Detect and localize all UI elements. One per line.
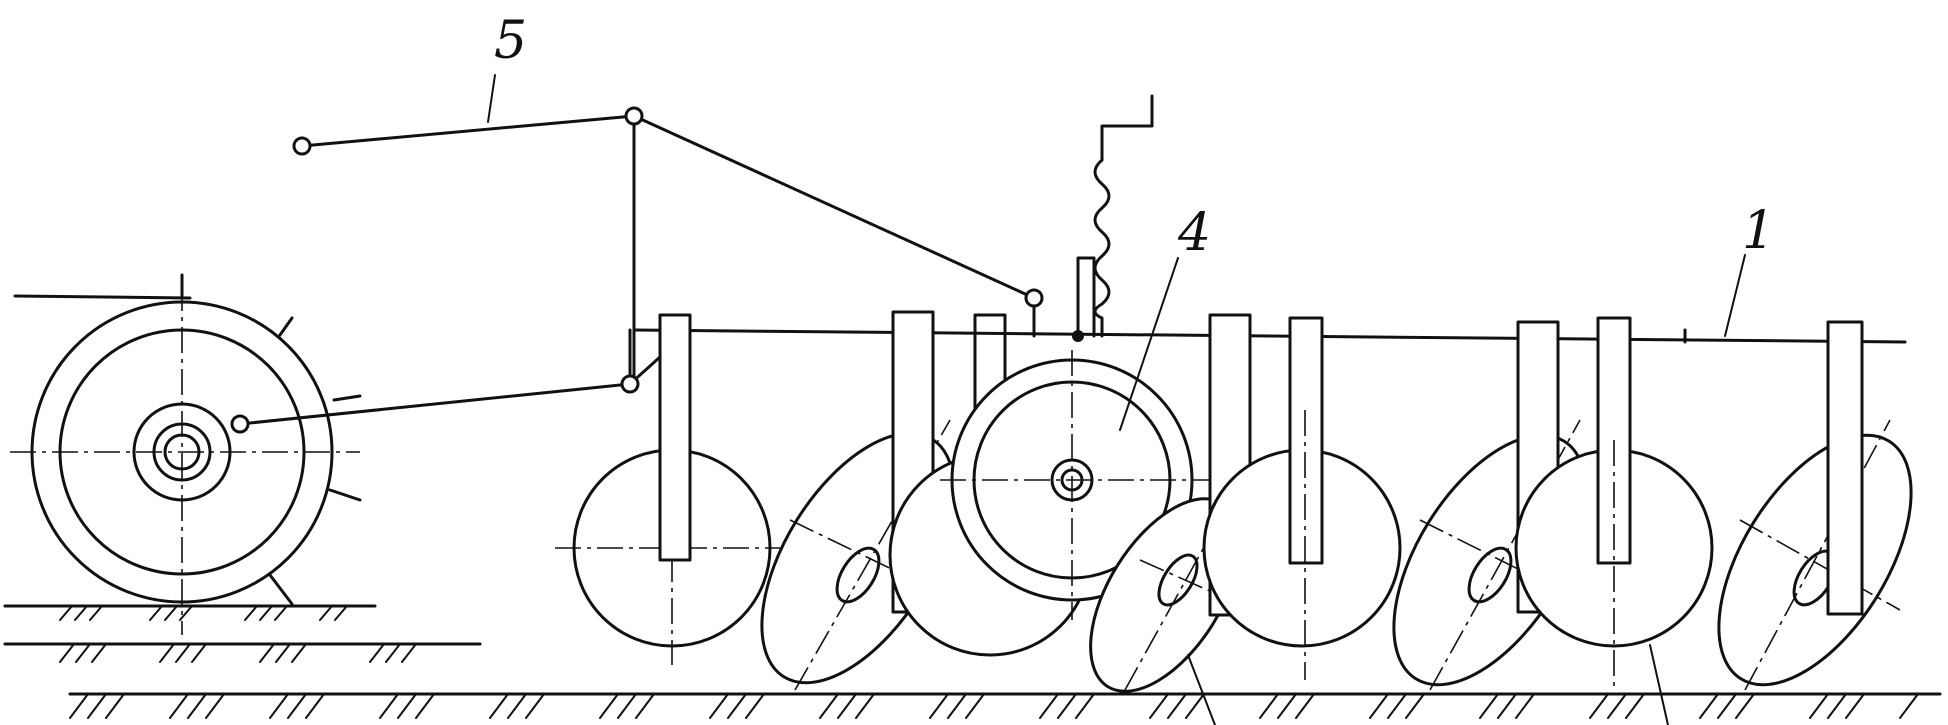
ground <box>3 604 1942 719</box>
spring-suspension <box>1072 94 1154 342</box>
disc-8 <box>1514 316 1714 690</box>
hub-wheel <box>940 350 1210 620</box>
main-frame <box>632 328 1907 344</box>
disc-5 <box>1089 497 1241 693</box>
disc-6 <box>1202 313 1402 680</box>
linkage-mechanism <box>230 106 1044 434</box>
disc-1 <box>555 313 780 665</box>
ground-hatching <box>59 605 1919 719</box>
leader-lines <box>487 74 1746 725</box>
disc-9 <box>1717 320 1913 691</box>
label-hub-wheel: 4 <box>1177 203 1211 263</box>
disc-gang <box>555 310 1913 693</box>
label-linkage: 5 <box>494 11 527 71</box>
tractor-wheel <box>10 273 362 635</box>
label-frame: 1 <box>1742 201 1775 261</box>
